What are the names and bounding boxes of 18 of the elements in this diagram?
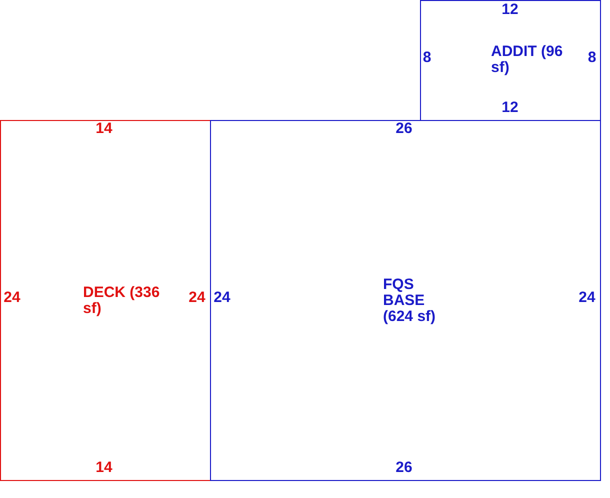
dimension-label: 24 — [578, 290, 596, 306]
dimension-label: 26 — [396, 121, 412, 137]
dimension-label: 14 — [96, 460, 112, 476]
room-outline — [420, 0, 601, 121]
dimension-label: 24 — [4, 290, 20, 306]
dimension-label: 12 — [502, 100, 518, 116]
dimension-label: 24 — [188, 290, 206, 306]
dimension-label: 12 — [502, 2, 518, 18]
dimension-label: 14 — [96, 121, 112, 137]
room-outline — [210, 120, 601, 481]
area-label: FQS BASE (624 sf) — [383, 277, 437, 325]
dimension-label: 26 — [396, 460, 412, 476]
area-label: DECK (336 sf) — [83, 285, 161, 317]
dimension-label: 8 — [422, 50, 432, 66]
dimension-label: 24 — [214, 290, 230, 306]
area-label: ADDIT (96 sf) — [491, 44, 564, 76]
room-outline — [0, 120, 211, 481]
dimension-label: 8 — [588, 50, 596, 66]
